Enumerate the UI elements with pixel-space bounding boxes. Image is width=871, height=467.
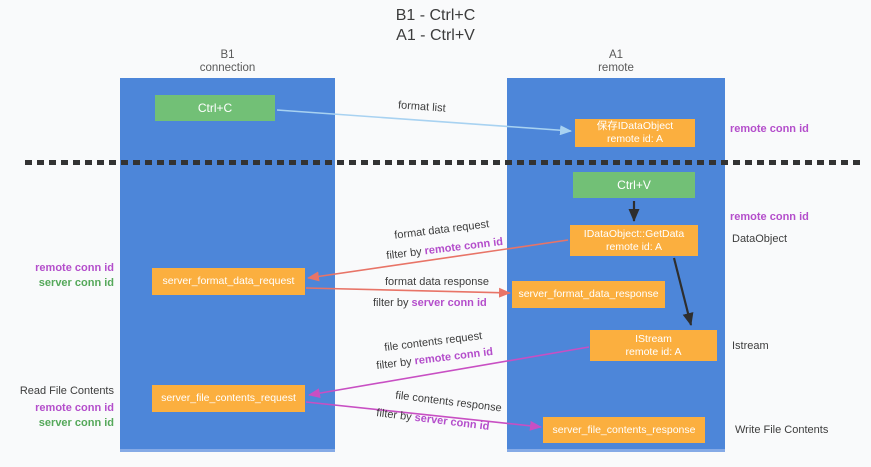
format-data-request-arrow [307,239,569,282]
format-list-arrow [276,109,572,136]
file-contents-request-arrow [308,346,590,399]
title-line-1: B1 - Ctrl+C [395,7,476,24]
annotation-remote-conn-id-top-right: remote conn id [730,123,809,135]
lane-b1-role: connection [199,62,256,74]
lane-a1-role: remote [598,62,634,74]
node-file-response-label: server_file_contents_response [552,423,696,436]
session-divider-dashed-line [25,160,860,165]
getdata-to-istream-arrow [672,257,694,326]
node-save-idataobject-line1: 保存IDataObject [596,120,674,132]
node-server-format-data-request: server_format_data_request [152,268,305,295]
node-save-idataobject-line2: remote id: A [606,133,664,145]
annotation-write-file-contents: Write File Contents [735,424,829,436]
annotation-istream: Istream [732,340,769,352]
node-server-format-data-response: server_format_data_response [512,281,665,308]
node-istream-line2: remote id: A [625,345,682,358]
edge-label-format-data-response: format data response [385,276,489,288]
lane-b1-name: B1 [220,49,235,61]
node-ctrl-c-label: Ctrl+C [197,101,233,115]
server-conn-id-text: server conn id [411,297,487,309]
annotation-read-file-contents: Read File Contents [19,385,114,397]
node-ctrl-c: Ctrl+C [155,95,275,121]
lane-header-a1: A1 remote [507,49,725,75]
node-format-response-label: server_format_data_response [518,288,659,300]
annotation-remote-conn-id-mid-right: remote conn id [730,211,809,223]
annotation-dataobject: DataObject [732,233,788,245]
node-istream-line1: IStream [635,332,672,345]
node-ctrl-v: Ctrl+V [573,172,695,198]
lane-header-b1: B1 connection [120,49,335,75]
annotation-remote-conn-id-left-file: remote conn id [35,402,114,414]
filter-by-text: filter by [373,297,409,309]
lane-a1-name: A1 [608,49,624,61]
node-format-request-label: server_format_data_request [162,275,295,287]
node-save-idataobject: 保存IDataObject remote id: A [575,119,695,147]
file-contents-response-arrow [305,401,542,431]
node-ctrl-v-label: Ctrl+V [617,178,651,192]
annotation-server-conn-id-left-file: server conn id [38,417,114,429]
node-idataobject-getdata: IDataObject::GetData remote id: A [570,225,698,256]
annotation-remote-conn-id-left-format: remote conn id [35,262,114,274]
node-istream: IStream remote id: A [590,330,717,361]
diagram-title: B1 - Ctrl+C A1 - Ctrl+V [0,6,871,46]
node-file-request-label: server_file_contents_request [161,392,296,404]
node-server-file-contents-response: server_file_contents_response [543,417,705,443]
format-data-response-text: format data response [385,276,489,288]
node-getdata-line2: remote id: A [605,240,663,253]
edge-label-filter-server-1: filter by server conn id [373,297,487,309]
annotation-server-conn-id-left-format: server conn id [38,277,114,289]
node-getdata-line1: IDataObject::GetData [583,227,685,240]
title-line-2: A1 - Ctrl+V [396,27,475,44]
node-server-file-contents-request: server_file_contents_request [152,385,305,412]
format-data-response-arrow [305,287,511,298]
